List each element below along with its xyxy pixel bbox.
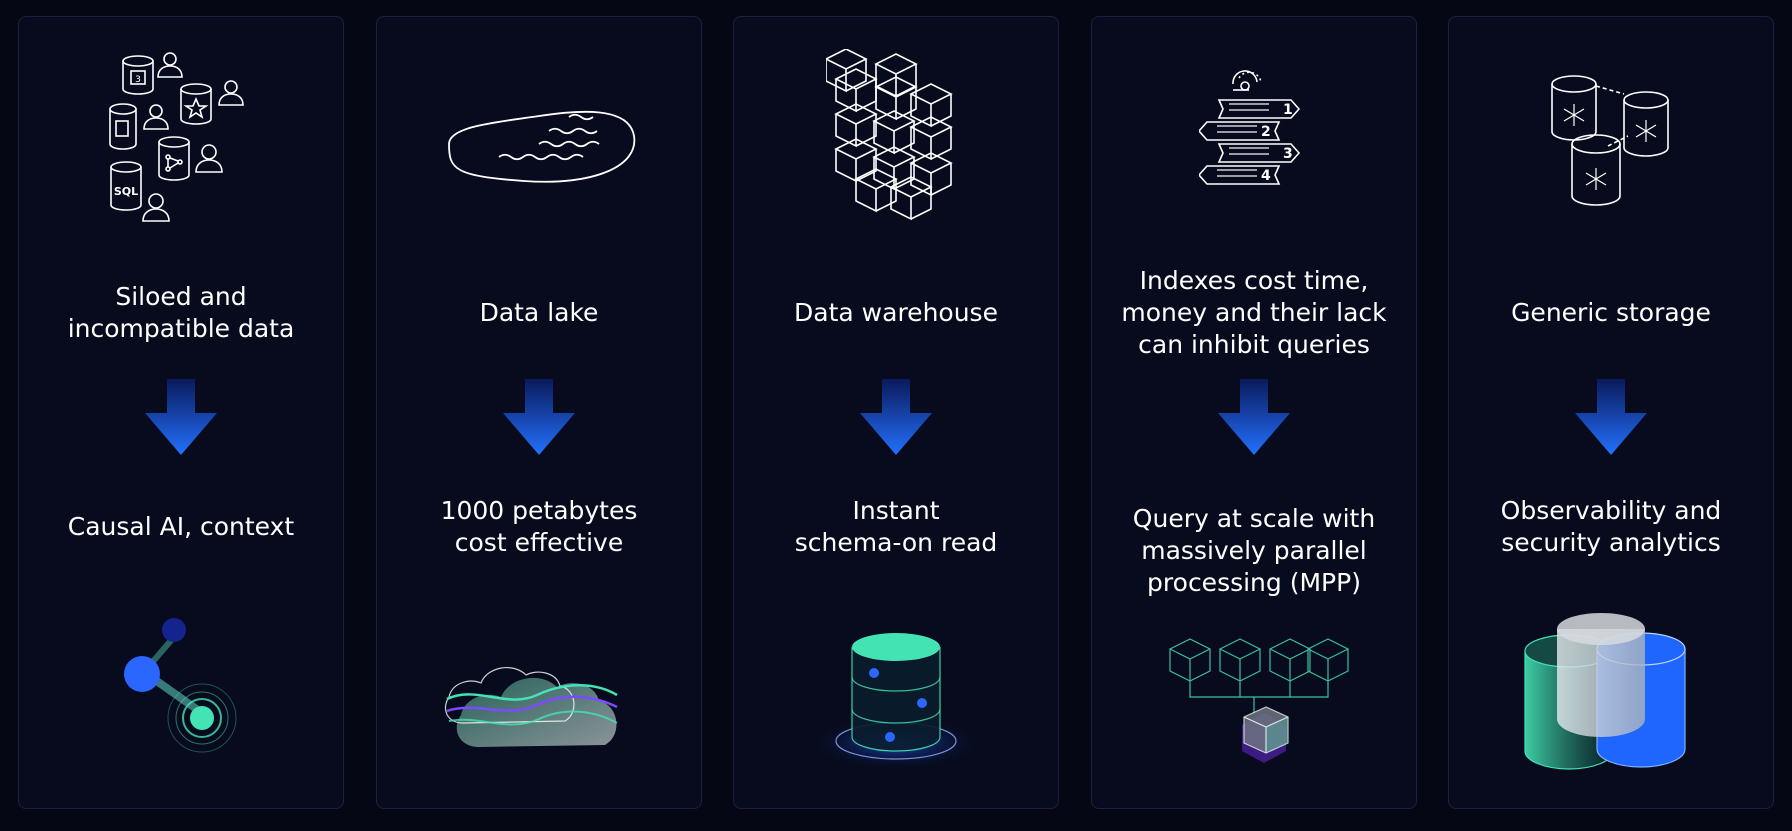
column-subtitle: Instant schema-on read bbox=[794, 496, 998, 557]
column-card-data-warehouse: Data warehouse Instant schema-on read bbox=[733, 16, 1059, 809]
column-title: Indexes cost time, money and their lack … bbox=[1121, 266, 1387, 359]
cloud-storage-icon bbox=[377, 602, 701, 792]
snowflake-databases-icon bbox=[1449, 39, 1773, 239]
column-card-indexes: 1 2 3 4 Indexes cost time, money and the… bbox=[1091, 16, 1417, 809]
svg-text:3: 3 bbox=[1283, 146, 1293, 162]
column-card-siloed: 3 SQL Siloed and incompatible data Causa… bbox=[18, 16, 344, 809]
column-subtitle: Observability and security analytics bbox=[1500, 496, 1722, 557]
svg-text:4: 4 bbox=[1261, 168, 1271, 184]
data-lake-icon bbox=[377, 39, 701, 239]
parallel-cubes-icon bbox=[1092, 602, 1416, 792]
arrow-down-icon bbox=[1218, 379, 1290, 455]
column-card-generic-storage: Generic storage Observability and securi… bbox=[1448, 16, 1774, 809]
database-cylinder-icon bbox=[734, 602, 1058, 792]
column-subtitle: Query at scale with massively parallel p… bbox=[1132, 504, 1376, 597]
arrow-down-icon bbox=[860, 379, 932, 455]
column-title: Generic storage bbox=[1511, 298, 1711, 327]
arrow-down-icon bbox=[503, 379, 575, 455]
causal-graph-icon bbox=[19, 602, 343, 792]
cube-warehouse-icon bbox=[734, 39, 1058, 239]
indexed-signpost-icon: 1 2 3 4 bbox=[1092, 39, 1416, 239]
svg-text:3: 3 bbox=[135, 75, 141, 85]
svg-text:SQL: SQL bbox=[114, 185, 138, 198]
column-title: Data lake bbox=[479, 298, 599, 327]
svg-text:1: 1 bbox=[1283, 102, 1293, 118]
arrow-down-icon bbox=[145, 379, 217, 455]
column-title: Siloed and incompatible data bbox=[67, 282, 295, 343]
column-subtitle: Causal AI, context bbox=[67, 512, 295, 541]
siloed-databases-icon: 3 SQL bbox=[19, 39, 343, 239]
column-card-data-lake: Data lake 1000 petabytes cost effective bbox=[376, 16, 702, 809]
column-title: Data warehouse bbox=[794, 298, 998, 327]
stacked-cylinders-icon bbox=[1449, 602, 1773, 792]
column-subtitle: 1000 petabytes cost effective bbox=[440, 496, 638, 557]
svg-text:2: 2 bbox=[1261, 124, 1271, 140]
arrow-down-icon bbox=[1575, 379, 1647, 455]
